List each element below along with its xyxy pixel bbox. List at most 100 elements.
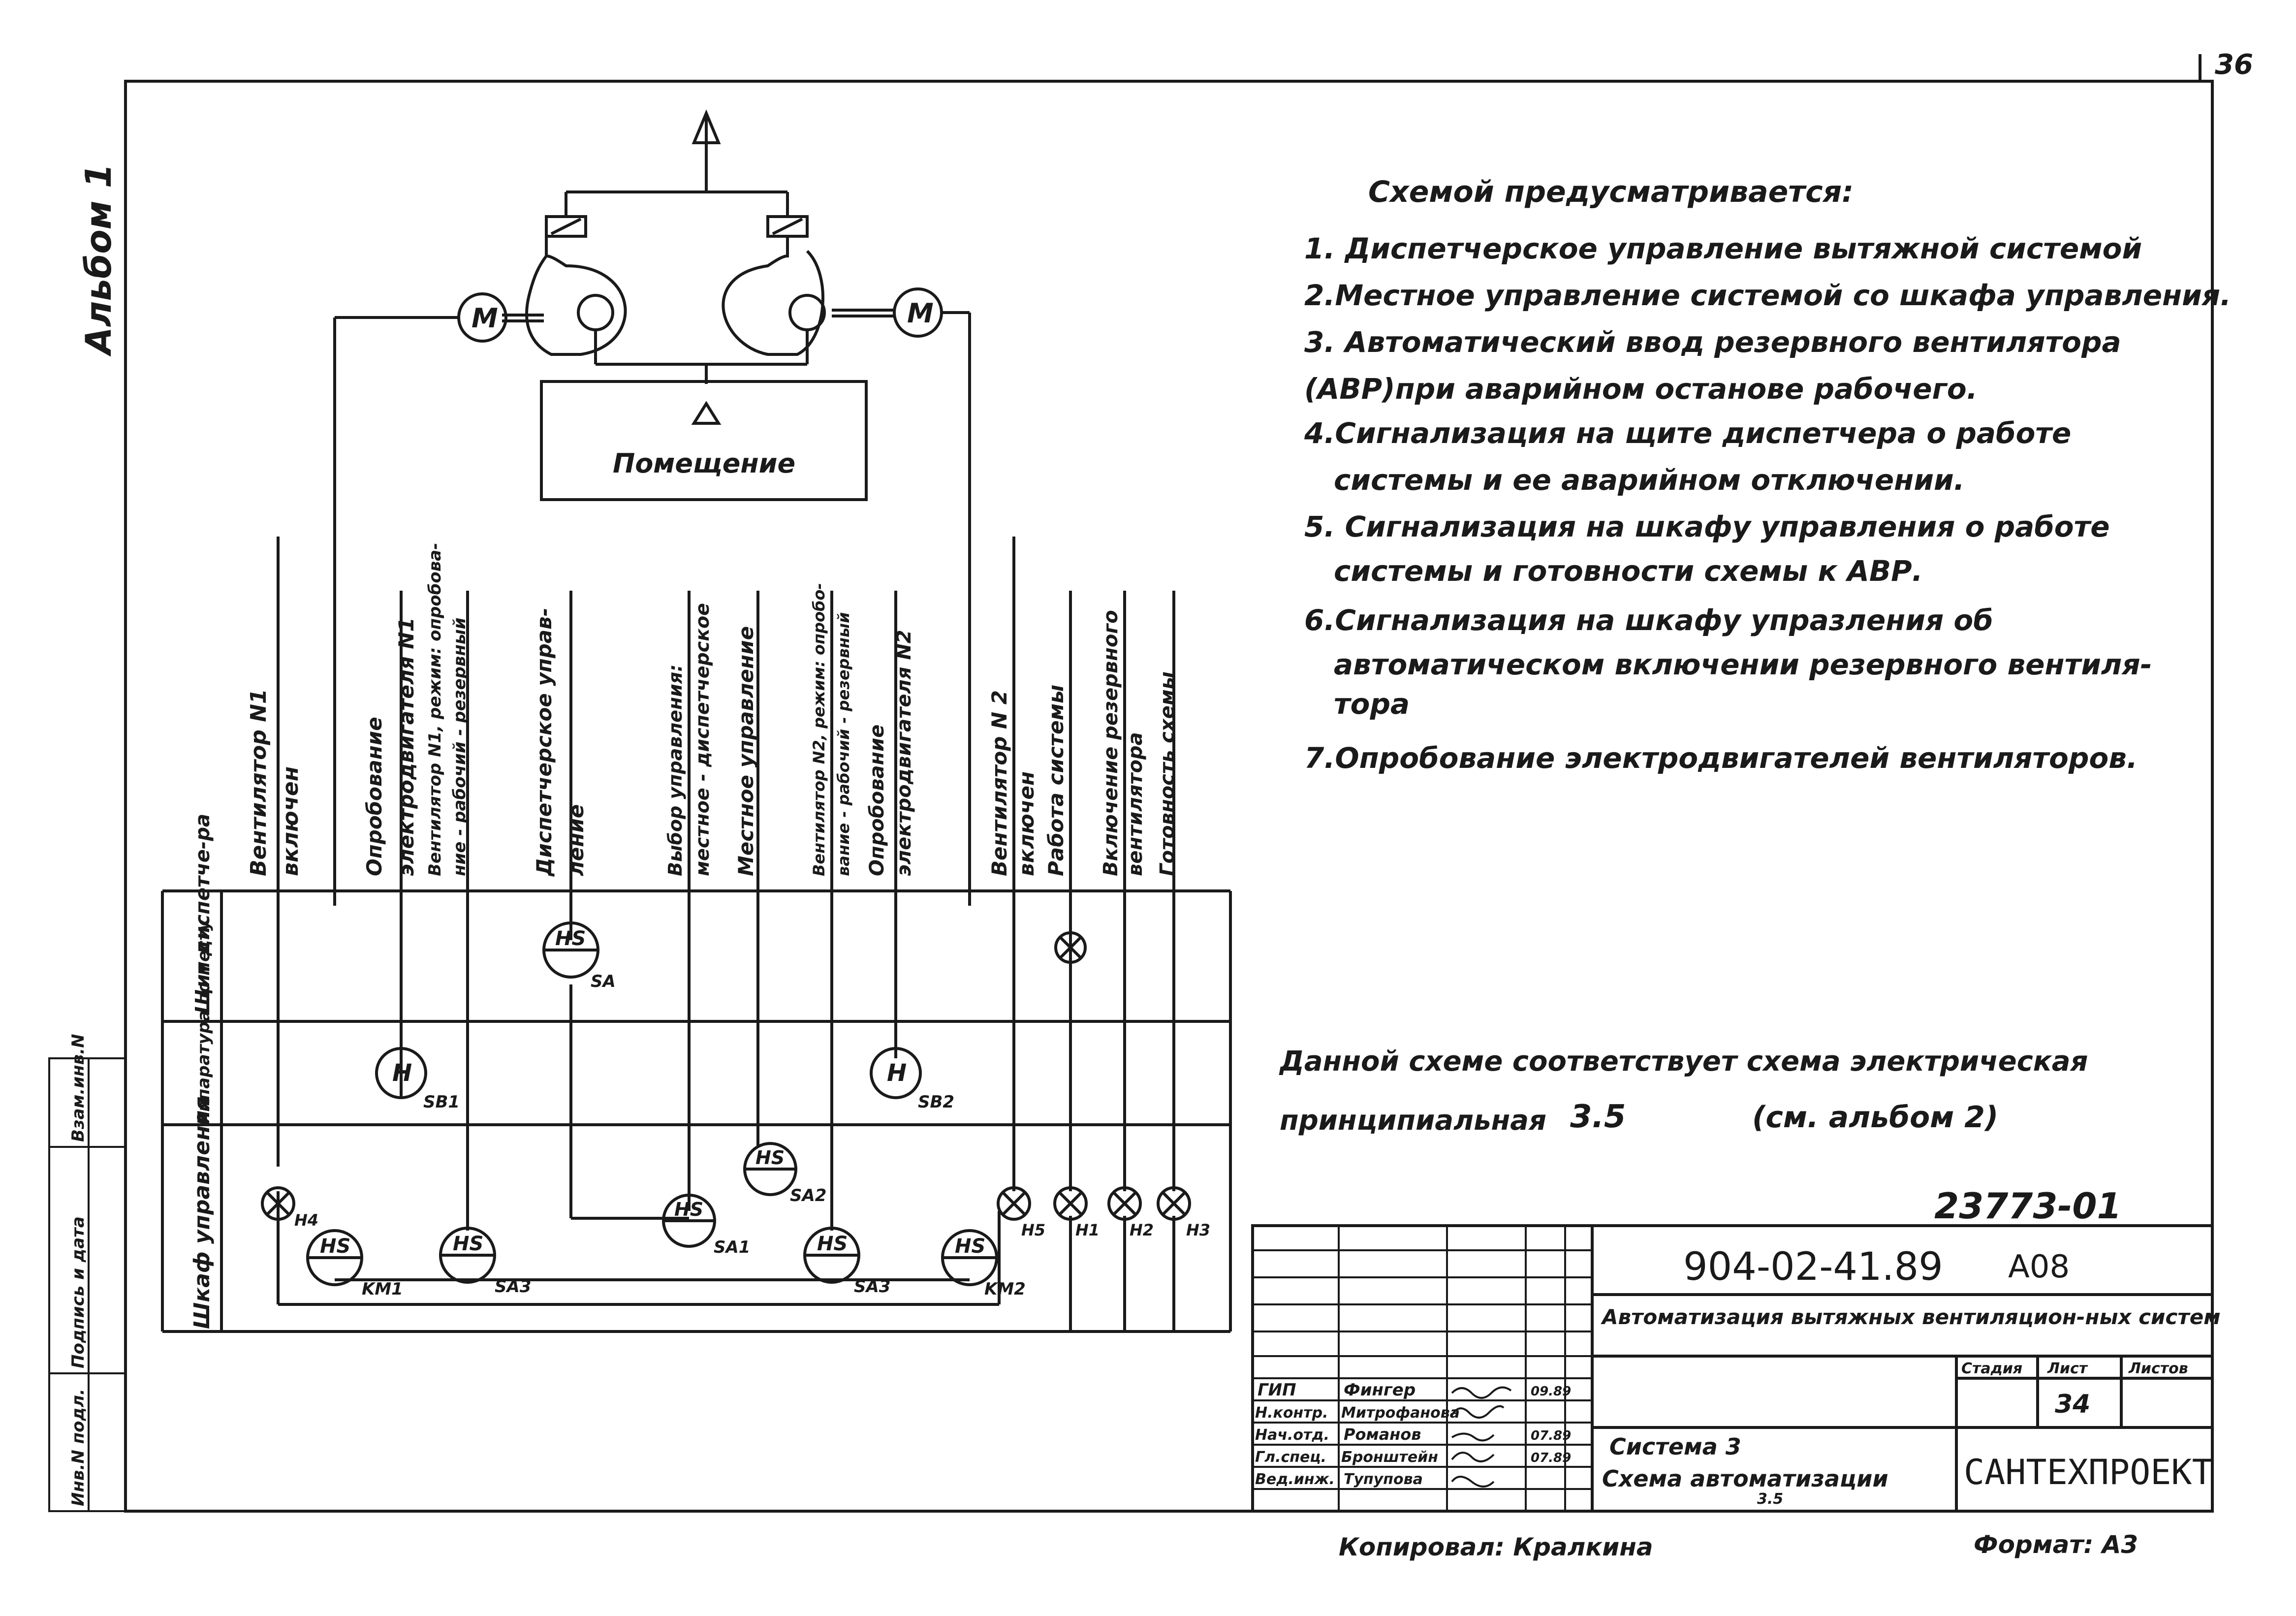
lamp-dispatcher <box>1054 931 1087 964</box>
button-sb2-tag: SB2 <box>918 1092 954 1112</box>
lamp-h1: H1 <box>1053 1186 1100 1239</box>
lamp-h1-tag: H1 <box>1075 1221 1100 1239</box>
button-sb2-label: H <box>887 1059 907 1087</box>
role-1: Н.контр. <box>1255 1404 1328 1422</box>
switch-sa3-right-tag: SA3 <box>854 1277 890 1297</box>
fan-2-housing-icon <box>722 236 824 356</box>
col-3-line-2: ление <box>564 804 588 876</box>
col-5-line-2: вание - рабочий - резервный <box>834 612 853 876</box>
col-4-line-3: Местное управление <box>734 626 758 876</box>
col-2-line-1: Опробование <box>362 717 386 876</box>
note-line-1: 1. Диспетчерское управление вытяжной сис… <box>1304 232 2142 265</box>
name-2: Романов <box>1344 1425 1421 1444</box>
lamp-h2-tag: H2 <box>1130 1221 1154 1239</box>
note-line-8: системы и готовности схемы к АВР. <box>1334 554 1923 588</box>
col-stage-header: Стадия <box>1961 1360 2022 1377</box>
fan-2-impeller-icon <box>788 294 826 331</box>
col-7-line-3: Готовность схемы <box>1156 671 1179 876</box>
lamp-h3: H3 <box>1157 1186 1210 1239</box>
note-line-4: (АВР)при аварийном останове рабочего. <box>1304 372 1978 406</box>
org-name: САНТЕХПРОЕКТ <box>1964 1452 2213 1492</box>
date-0: 09.89 <box>1531 1384 1571 1399</box>
switch-sa1-tag: SA1 <box>714 1237 750 1257</box>
scheme-sublabel: 3.5 <box>1757 1490 1783 1508</box>
exhaust-arrow-icon <box>692 109 721 144</box>
switch-sa1: HS SA1 <box>662 1194 750 1257</box>
col-6-line-1: Вентилятор N 2 <box>987 690 1011 876</box>
left-stamp: Инв.N подл. Подпись и дата Взам.инв.N <box>48 1034 126 1512</box>
role-0: ГИП <box>1258 1380 1296 1400</box>
doc-series: А08 <box>2008 1249 2070 1285</box>
stamp-zam-label: Взам.инв.N <box>68 1034 88 1142</box>
lamp-h5-tag: H5 <box>1021 1221 1045 1239</box>
reference-line-2a: принципиальная <box>1280 1105 1546 1137</box>
row-label-dispatcher: Щит диспетче-ра <box>191 814 214 1014</box>
footer-copied: Копировал: Кралкина <box>1339 1533 1653 1561</box>
col-5-line-4: электродвигателя N2 <box>893 630 915 876</box>
name-4: Тупупова <box>1344 1471 1423 1488</box>
inlet-arrow-icon <box>691 401 722 425</box>
role-4: Вед.инж. <box>1255 1471 1335 1488</box>
note-line-3: 3. Автоматический ввод резервного вентил… <box>1304 325 2121 359</box>
sheet-value: 34 <box>2055 1390 2090 1419</box>
note-line-2: 2.Местное управление системой со шкафа у… <box>1304 279 2231 312</box>
sheet-number: 36 <box>2215 49 2253 81</box>
col-1-line-2: включен <box>278 766 303 876</box>
col-3-line-1: Диспетчерское управ- <box>532 608 556 877</box>
relay-km2: HS KM2 <box>941 1229 1026 1299</box>
role-3: Гл.спец. <box>1255 1449 1326 1466</box>
col-2-line-4: ние - рабочий - резервный <box>450 618 470 876</box>
fan-1-impeller-icon <box>577 294 614 331</box>
switch-sa-label: HS <box>555 927 586 950</box>
name-0: Фингер <box>1344 1380 1415 1400</box>
sheet-frame <box>124 80 2214 1513</box>
col-2-line-2: электродвигателя N1 <box>394 617 418 876</box>
fan-unit: M M Помещение <box>333 109 971 906</box>
note-line-11: тора <box>1334 687 1410 721</box>
note-line-6: системы и ее аварийном отключении. <box>1334 463 1965 497</box>
col-6-line-3: Работа системы <box>1044 685 1068 876</box>
row-label-local: Аппаратура по месту <box>194 919 214 1126</box>
notes-heading: Схемой предусматривается: <box>1368 175 1854 209</box>
handwritten-number: 23773-01 <box>1934 1185 2122 1227</box>
motor-2-symbol: M <box>907 298 934 329</box>
reference-line-1: Данной схеме соответствует схема электри… <box>1279 1046 2088 1077</box>
name-3: Бронштейн <box>1341 1449 1438 1466</box>
relay-km1-label: HS <box>320 1235 350 1258</box>
notes-block: Схемой предусматривается: 1. Диспетчерск… <box>1304 175 2231 775</box>
damper-1-icon <box>545 215 587 238</box>
relay-km1-tag: KM1 <box>362 1279 403 1299</box>
switch-sa: HS SA <box>542 921 616 991</box>
footer-format: Формат: А3 <box>1974 1530 2138 1559</box>
button-sb1-label: H <box>392 1059 412 1087</box>
name-1: Митрофанова <box>1341 1404 1460 1422</box>
column-labels: Вентилятор N1 включен Опробование электр… <box>246 543 1179 877</box>
button-sb1-tag: SB1 <box>423 1092 460 1112</box>
col-4-line-2: местное - диспетчерское <box>692 603 713 876</box>
switch-sa2-label: HS <box>755 1147 785 1169</box>
reference-block: Данной схеме соответствует схема электри… <box>1279 1046 2088 1137</box>
switch-sa1-label: HS <box>674 1199 703 1220</box>
room-box <box>540 380 868 501</box>
note-line-12: 7.Опробование электродвигателей вентилят… <box>1304 741 2138 775</box>
date-3: 07.89 <box>1531 1451 1571 1465</box>
lamp-h3-tag: H3 <box>1186 1221 1210 1239</box>
lamp-h2: H2 <box>1107 1186 1154 1239</box>
relay-km2-label: HS <box>955 1235 985 1258</box>
col-sheet-header: Лист <box>2047 1360 2088 1377</box>
button-sb1: H SB1 <box>375 1047 460 1112</box>
role-2: Нач.отд. <box>1255 1426 1329 1444</box>
stamp-inv-label: Инв.N подл. <box>68 1389 88 1506</box>
signature-scribbles <box>1451 1386 1512 1488</box>
button-sb2: H SB2 <box>870 1047 954 1112</box>
switch-sa-tag: SA <box>591 972 616 991</box>
col-5-line-1: Вентилятор N2, режим: опробо- <box>810 583 828 876</box>
row-label-cabinet: Шкаф управления <box>189 1096 215 1329</box>
signal-lines <box>277 537 1175 1331</box>
system-label: Система 3 <box>1609 1433 1741 1460</box>
title-block <box>1251 1224 2214 1513</box>
col-7-line-2: вентилятора <box>1124 732 1147 876</box>
lamp-h4: H4 <box>261 1186 318 1230</box>
col-7-line-1: Включение резервного <box>1100 610 1122 876</box>
